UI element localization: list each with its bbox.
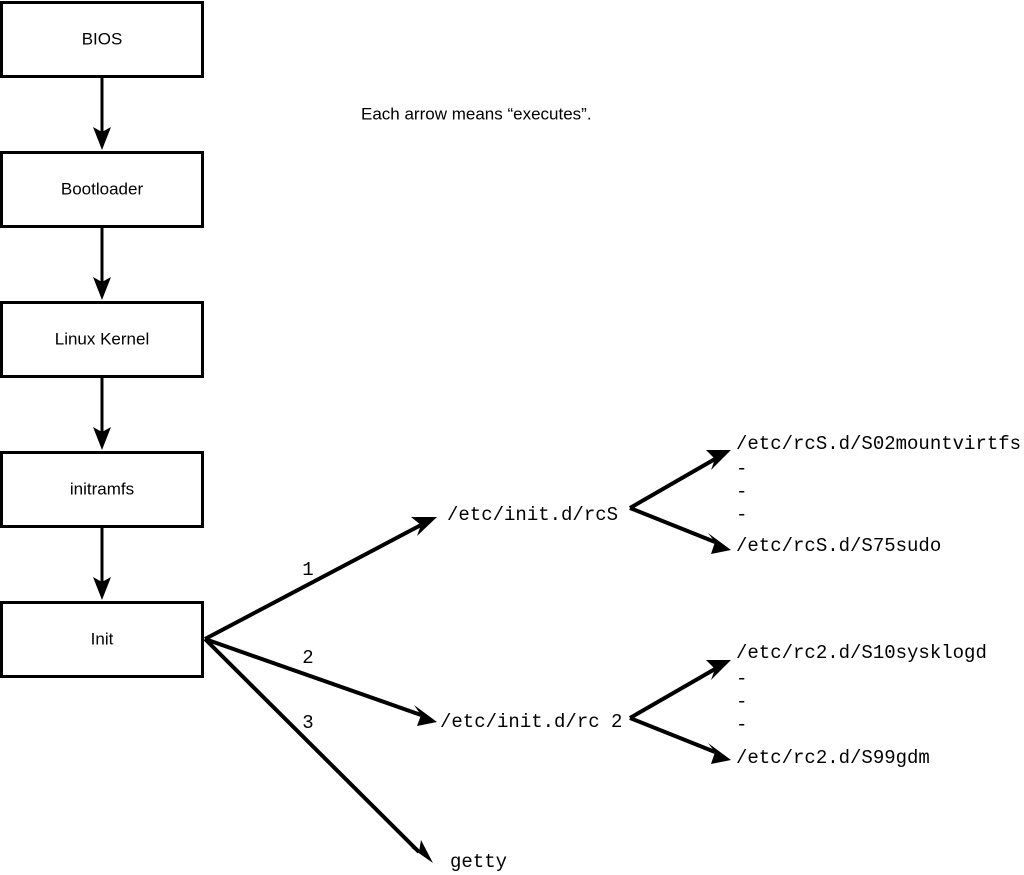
stage-box-init-label: Init	[91, 629, 114, 648]
arrowhead-kernel-to-initramfs	[93, 427, 111, 450]
branch-label-getty: getty	[450, 851, 507, 873]
rcs-ellipsis-2: -	[736, 481, 747, 503]
rc2-subfan-line-bottom	[629, 716, 716, 754]
arrowhead-rc2-last	[708, 743, 731, 764]
rcs-ellipsis-1: -	[736, 458, 747, 480]
stage-box-bios[interactable]: BIOS	[0, 1, 204, 78]
arrowhead-rcs-last	[708, 533, 731, 554]
stage-box-bios-label: BIOS	[82, 29, 123, 48]
init-fanout: 1 2 3	[203, 517, 437, 863]
stage-box-init[interactable]: Init	[0, 601, 204, 678]
rcs-subfan-line-top	[629, 457, 716, 510]
rcs-subfan-line-bottom	[629, 506, 716, 544]
rc2-subfan	[629, 660, 731, 764]
rcs-script-first: /etc/rcS.d/S02mountvirtfs	[736, 433, 1021, 455]
rcs-ellipsis-3: -	[736, 504, 747, 526]
rc2-script-first: /etc/rc2.d/S10sysklogd	[736, 642, 987, 664]
stage-box-init-rect	[0, 601, 204, 678]
branch-number-3: 3	[302, 712, 313, 734]
rc2-script-last: /etc/rc2.d/S99gdm	[736, 747, 930, 769]
arrowhead-branch-2	[414, 705, 437, 726]
stage-box-kernel[interactable]: Linux Kernel	[0, 301, 204, 378]
stage-box-initramfs-rect	[0, 451, 204, 528]
rc2-ellipsis-1: -	[736, 668, 747, 690]
fan-line-2	[204, 637, 422, 717]
rcs-script-last: /etc/rcS.d/S75sudo	[736, 535, 941, 557]
stage-box-bootloader-label: Bootloader	[61, 179, 144, 198]
rc2-ellipsis-2: -	[736, 691, 747, 713]
branch-label-rc2: /etc/init.d/rc 2	[440, 711, 622, 733]
rcs-subfan	[629, 450, 731, 554]
branch-number-2: 2	[302, 647, 313, 669]
rc2-subfan-line-top	[629, 667, 716, 720]
diagram-caption: Each arrow means “executes”.	[361, 104, 592, 123]
stage-box-kernel-rect	[0, 301, 204, 378]
stage-box-initramfs-label: initramfs	[70, 479, 134, 498]
stage-box-bios-rect	[0, 1, 204, 78]
arrowhead-bootloader-to-kernel	[93, 277, 111, 300]
stage-box-bootloader[interactable]: Bootloader	[0, 151, 204, 228]
fan-line-3	[203, 637, 421, 854]
arrowhead-rcs-first	[706, 450, 731, 470]
arrowhead-branch-1	[411, 517, 437, 536]
stage-box-kernel-label: Linux Kernel	[55, 329, 150, 348]
fan-line-1	[204, 523, 422, 641]
branch-number-1: 1	[302, 559, 313, 581]
stage-box-initramfs[interactable]: initramfs	[0, 451, 204, 528]
arrowhead-branch-3	[410, 840, 433, 863]
stage-box-bootloader-rect	[0, 151, 204, 228]
branch-label-rcs: /etc/init.d/rcS	[447, 504, 618, 526]
arrowhead-bios-to-bootloader	[93, 127, 111, 150]
arrowhead-initramfs-to-init	[93, 577, 111, 600]
rc2-ellipsis-3: -	[736, 714, 747, 736]
arrowhead-rc2-first	[706, 660, 731, 680]
chain-connectors	[93, 77, 111, 600]
